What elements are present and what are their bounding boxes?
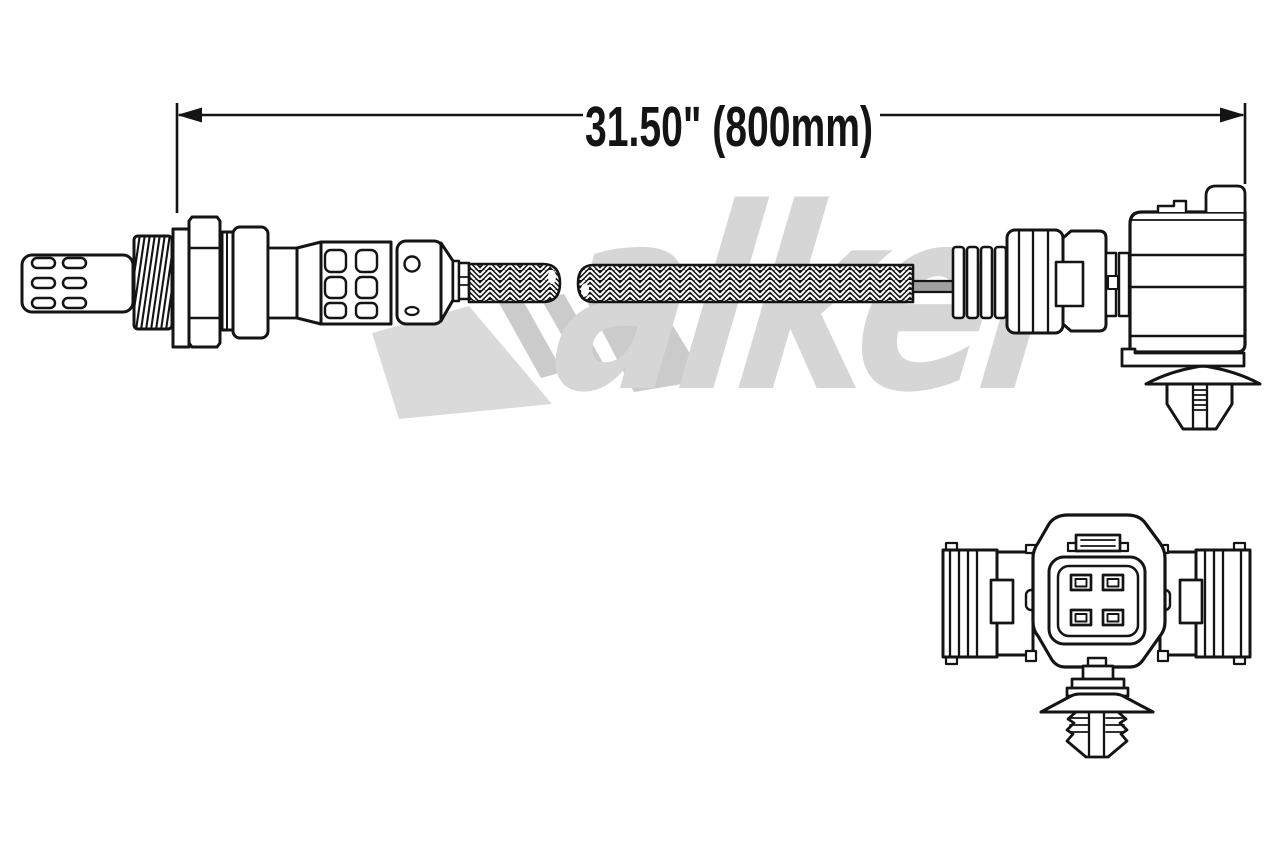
body-step-tab bbox=[1156, 199, 1188, 214]
umbrella-washer bbox=[1144, 364, 1262, 386]
cable-end-highlight-2 bbox=[581, 283, 589, 297]
arrowhead-left-icon bbox=[177, 107, 202, 123]
left-wing-ribbed bbox=[941, 541, 999, 666]
cable-end-highlight-1 bbox=[548, 270, 556, 284]
body-corner-tab bbox=[1204, 184, 1247, 214]
cable-ferrule bbox=[457, 261, 471, 301]
neck-tube bbox=[266, 246, 299, 320]
shield-cylinder bbox=[231, 225, 270, 340]
right-wing-ribbed bbox=[1194, 541, 1252, 666]
mounting-plate bbox=[1120, 347, 1246, 368]
spring-barrel bbox=[395, 239, 445, 326]
connector-end-view bbox=[941, 513, 1252, 759]
tip-vent-slots bbox=[30, 256, 88, 310]
housing-bottom-key-right bbox=[1156, 649, 1170, 663]
boot-flare bbox=[295, 240, 323, 326]
braided-cable-segment-2 bbox=[576, 263, 915, 304]
watermark-swoosh-quad bbox=[372, 306, 552, 419]
lead-wire bbox=[911, 279, 957, 294]
left-mid-tab bbox=[989, 578, 1015, 625]
connector-body bbox=[1128, 210, 1247, 354]
watermark-swoosh-bar-2 bbox=[541, 294, 606, 374]
connector-latch bbox=[1104, 251, 1131, 318]
boot-windows bbox=[323, 248, 379, 320]
hex-nut bbox=[187, 215, 222, 349]
braided-cable-segment-1 bbox=[467, 262, 562, 304]
latch-window bbox=[1054, 260, 1085, 308]
terminal-pins bbox=[1069, 573, 1125, 627]
connector-housing-front bbox=[1005, 228, 1065, 335]
thread-hatch bbox=[134, 236, 172, 329]
sealing-washer bbox=[171, 227, 191, 349]
cable-cone bbox=[439, 241, 455, 323]
end-push-clip-stem bbox=[1069, 710, 1125, 759]
grommet-ribs bbox=[951, 245, 1008, 320]
push-clip bbox=[1165, 382, 1234, 431]
right-mid-tab bbox=[1178, 578, 1204, 625]
watermark-swoosh-bar-3 bbox=[584, 288, 706, 392]
arrowhead-right-icon bbox=[1220, 107, 1245, 123]
dimension-annotation: 31.50" (800mm) bbox=[175, 95, 1247, 213]
barrel-hole bbox=[403, 255, 421, 273]
watermark-swoosh-bar-1 bbox=[499, 297, 563, 378]
push-clip-stem bbox=[1191, 382, 1209, 431]
sensor-main-view bbox=[20, 184, 1262, 431]
housing-bottom-key-left bbox=[1024, 649, 1038, 663]
end-umbrella-washer bbox=[1039, 692, 1155, 714]
barrel-hole-lower bbox=[404, 305, 420, 317]
key-slot bbox=[1066, 533, 1130, 553]
dimension-label: 31.50" (800mm) bbox=[585, 95, 873, 159]
